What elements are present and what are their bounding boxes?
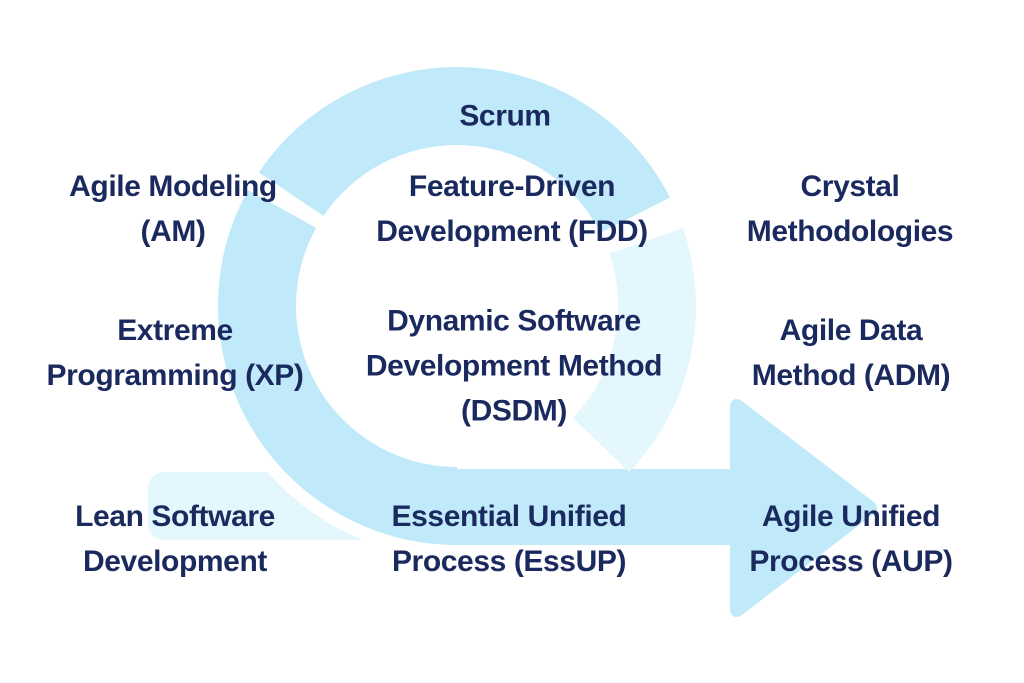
ring-top-arc — [258, 67, 670, 234]
methodology-label-crystal: Crystal Methodologies — [746, 164, 954, 254]
ring-right-arc — [572, 228, 696, 472]
label-line: Programming (XP) — [46, 359, 304, 392]
label-line: (AM) — [140, 215, 206, 248]
label-line: Lean Software — [75, 500, 275, 533]
label-line: Development Method — [365, 349, 663, 383]
methodology-label-agile-data-method: Agile Data Method (ADM) — [751, 308, 951, 398]
label-line: Development (FDD) — [376, 215, 648, 248]
methodology-label-agile-modeling: Agile Modeling (AM) — [69, 164, 277, 254]
label-line: Agile Data — [779, 314, 923, 347]
label-line: Process (AUP) — [749, 545, 953, 578]
ring-left-arc — [218, 190, 458, 545]
label-line: Agile Unified — [761, 500, 941, 533]
label-line: Extreme — [117, 314, 233, 347]
label-line: (DSDM) — [461, 394, 567, 428]
label-line: Feature-Driven — [408, 170, 616, 203]
label-line: Crystal — [800, 170, 900, 203]
label-line: Methodologies — [746, 215, 954, 248]
methodology-label-extreme-programming: Extreme Programming (XP) — [47, 308, 304, 398]
arrow-shaft — [450, 469, 740, 545]
label-line: Scrum — [459, 99, 551, 133]
methodology-label-agile-unified: Agile Unified Process (AUP) — [749, 494, 953, 584]
label-line: Development — [83, 545, 267, 578]
methodology-label-feature-driven: Feature-Driven Development (FDD) — [376, 164, 648, 254]
methodology-label-scrum: Scrum — [459, 94, 551, 139]
label-line: Method (ADM) — [751, 359, 951, 392]
label-line: Process (EssUP) — [391, 545, 627, 578]
methodology-label-lean-software: Lean Software Development — [75, 494, 275, 584]
label-line: Essential Unified — [391, 500, 627, 533]
arrow-head — [730, 399, 877, 617]
methodology-label-essential-unified: Essential Unified Process (EssUP) — [392, 494, 627, 584]
methodology-label-dsdm: Dynamic Software Development Method (DSD… — [365, 299, 663, 434]
label-line: Dynamic Software — [387, 304, 641, 338]
label-line: Agile Modeling — [69, 170, 277, 203]
